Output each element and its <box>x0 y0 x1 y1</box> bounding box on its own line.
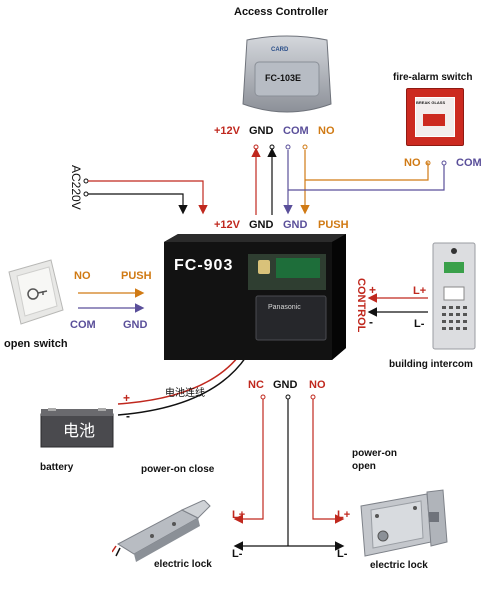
controller-com-label: COM <box>283 125 309 137</box>
intercom-wires <box>367 293 428 317</box>
open-switch-wires <box>78 288 145 313</box>
ac-input-wires <box>83 178 208 215</box>
access-controller-title: Access Controller <box>234 6 329 18</box>
controller-logo: CARD <box>271 47 289 53</box>
ac220v-label: AC220V <box>69 165 83 210</box>
power-on-close-label: power-on close <box>141 464 215 475</box>
power-on-open-line1: power-on <box>352 448 397 459</box>
fire-alarm-device: BREAK GLASS <box>406 88 464 146</box>
controller-gnd-label: GND <box>249 125 274 137</box>
open-switch-push-label: PUSH <box>121 270 152 282</box>
fire-alarm-no-label: NO <box>404 157 421 169</box>
fire-alarm-title: fire-alarm switch <box>393 72 473 83</box>
power-on-open-line2: open <box>352 461 376 472</box>
open-switch-gnd-label: GND <box>123 319 148 331</box>
intercom-lplus-label: L+ <box>413 285 427 297</box>
psu-model: FC-903 <box>174 257 234 274</box>
lock-left-lplus-label: L+ <box>232 509 246 521</box>
psu-plus-label: + <box>369 283 377 297</box>
lock-right-lminus-label: L- <box>337 548 348 560</box>
psu-12v-label: +12V <box>214 219 240 231</box>
fire-alarm-wires <box>288 160 447 191</box>
fire-alarm-com-label: COM <box>456 157 482 169</box>
battery-title: battery <box>40 462 74 473</box>
psu-control-label: CONTROL <box>355 278 367 333</box>
battery-device: 电池 <box>40 408 116 448</box>
battery-minus-label: - <box>126 409 130 423</box>
controller-12v-label: +12V <box>214 125 240 137</box>
controller-psu-wires <box>251 144 310 215</box>
intercom-lminus-label: L- <box>414 318 425 330</box>
lock-right-lplus-label: L+ <box>337 509 351 521</box>
battery-wire-note: 电池连线 <box>165 388 205 399</box>
access-controller-device: CARD FC-103E <box>241 34 333 118</box>
battery-plus-label: + <box>123 391 131 405</box>
open-switch-title: open switch <box>4 338 68 350</box>
lock-output-wires <box>233 394 345 551</box>
battery-wires <box>117 356 247 416</box>
controller-no-label: NO <box>318 125 335 137</box>
lock-right-title: electric lock <box>370 560 428 571</box>
open-switch-no-label: NO <box>74 270 91 282</box>
fire-alarm-glass-text: BREAK GLASS <box>416 100 446 105</box>
intercom-device <box>432 242 476 350</box>
lock-left-lminus-label: L- <box>232 548 243 560</box>
psu-box: FC-903 Panasonic <box>164 234 346 360</box>
open-switch-device <box>5 258 67 328</box>
battery-cn-label: 电池 <box>63 423 96 440</box>
psu-push-label: PUSH <box>318 219 349 231</box>
psu-minus-label: - <box>369 315 373 329</box>
lock-left-title: electric lock <box>154 559 212 570</box>
output-gnd-label: GND <box>273 379 298 391</box>
electric-lock-rim-device <box>357 488 449 560</box>
psu-gnd-label: GND <box>249 219 274 231</box>
electric-lock-bolt-device <box>111 499 212 564</box>
output-nc-label: NC <box>248 379 264 391</box>
psu-battery-brand: Panasonic <box>268 304 301 311</box>
controller-model: FC-103E <box>265 73 302 83</box>
psu-gnd2-label: GND <box>283 219 308 231</box>
open-switch-com-label: COM <box>70 319 96 331</box>
intercom-title: building intercom <box>389 359 473 370</box>
output-no-label: NO <box>309 379 326 391</box>
